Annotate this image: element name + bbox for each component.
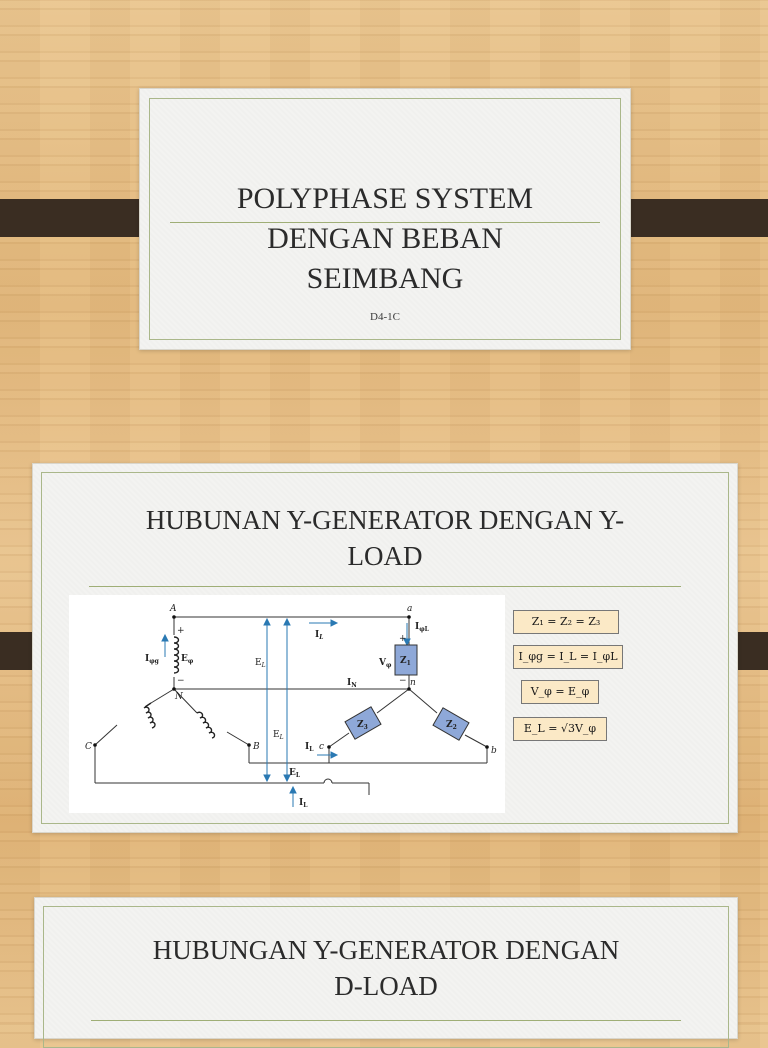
label-Vphi-a: Vφ: [378, 658, 392, 669]
slide-2-title: HUBUNAN Y-GENERATOR DENGAN Y- LOAD: [33, 502, 737, 574]
slide-2[interactable]: HUBUNAN Y-GENERATOR DENGAN Y- LOAD: [32, 463, 738, 833]
slide-3-title: HUBUNGAN Y-GENERATOR DENGAN D-LOAD: [35, 932, 737, 1004]
slide-1-title-line-1: POLYPHASE SYSTEM: [236, 182, 534, 215]
slide-1-title: POLYPHASE SYSTEM DENGAN BEBAN SEIMBANG: [140, 179, 630, 299]
label-plus-a: +: [399, 634, 407, 644]
label-Z1: Z1: [400, 656, 411, 667]
label-minus-a: −: [399, 676, 407, 686]
label-EL-left: EL: [255, 658, 266, 669]
equation-impedance: Z₁ = Z₂ = Z₃: [513, 610, 619, 634]
label-node-c: c: [319, 742, 324, 752]
left-tab-1: [0, 199, 156, 237]
slide-2-rule: [89, 586, 681, 587]
label-IL-c: IL: [305, 742, 314, 753]
label-EL-mid: EL: [273, 730, 284, 741]
label-node-a: a: [407, 604, 412, 614]
equation-voltage: V_φ = E_φ: [521, 680, 599, 704]
circuit-diagram-svg: A a N n C B c b IL IφL Iφg Eφ Vφ Z1 Z3 Z…: [85, 604, 497, 809]
slide-2-frame: [41, 472, 729, 824]
label-IL-top: IL: [315, 630, 323, 641]
label-Z2: Z2: [446, 720, 457, 731]
slide-3-rule: [91, 1020, 681, 1021]
label-Ephi-A: Eφ: [181, 654, 194, 665]
slide-1-title-line-2: DENGAN BEBAN: [267, 222, 503, 255]
label-node-A: A: [169, 604, 177, 614]
slide-2-title-line-2: LOAD: [347, 541, 423, 571]
label-IL-bottom: IL: [299, 798, 308, 809]
slide-2-title-line-1: HUBUNAN Y-GENERATOR DENGAN Y-: [145, 505, 625, 535]
slide-1-subtitle: D4-1C: [370, 311, 400, 323]
slide-3-title-line-1: HUBUNGAN Y-GENERATOR DENGAN: [152, 935, 620, 965]
slide-1-rule: [170, 222, 600, 223]
label-node-n: n: [410, 678, 416, 688]
label-Z3: Z3: [357, 720, 368, 731]
slide-1-frame: [149, 98, 621, 340]
slide-1[interactable]: POLYPHASE SYSTEM DENGAN BEBAN SEIMBANG D…: [139, 88, 631, 350]
circuit-diagram: A a N n C B c b IL IφL Iφg Eφ Vφ Z1 Z3 Z…: [69, 595, 505, 813]
label-node-N: N: [174, 692, 184, 702]
label-plus-A: +: [177, 626, 185, 636]
label-IN: IN: [347, 678, 357, 689]
label-EL-bottom: EL: [289, 768, 301, 779]
label-node-C: C: [85, 742, 92, 752]
label-node-b: b: [491, 746, 497, 756]
slide-1-title-line-3: SEIMBANG: [306, 262, 464, 295]
equation-line-voltage: E_L = √3V_φ: [513, 717, 607, 741]
slide-3[interactable]: HUBUNGAN Y-GENERATOR DENGAN D-LOAD: [34, 897, 738, 1048]
label-Iphig-A: Iφg: [145, 654, 160, 665]
label-minus-A: −: [177, 676, 185, 686]
slide-3-title-line-2: D-LOAD: [334, 971, 438, 1001]
equation-current: I_φg = I_L = I_φL: [513, 645, 623, 669]
label-node-B: B: [252, 742, 260, 752]
label-IphiL-a: IφL: [415, 622, 430, 633]
right-tab-1: [612, 199, 768, 237]
